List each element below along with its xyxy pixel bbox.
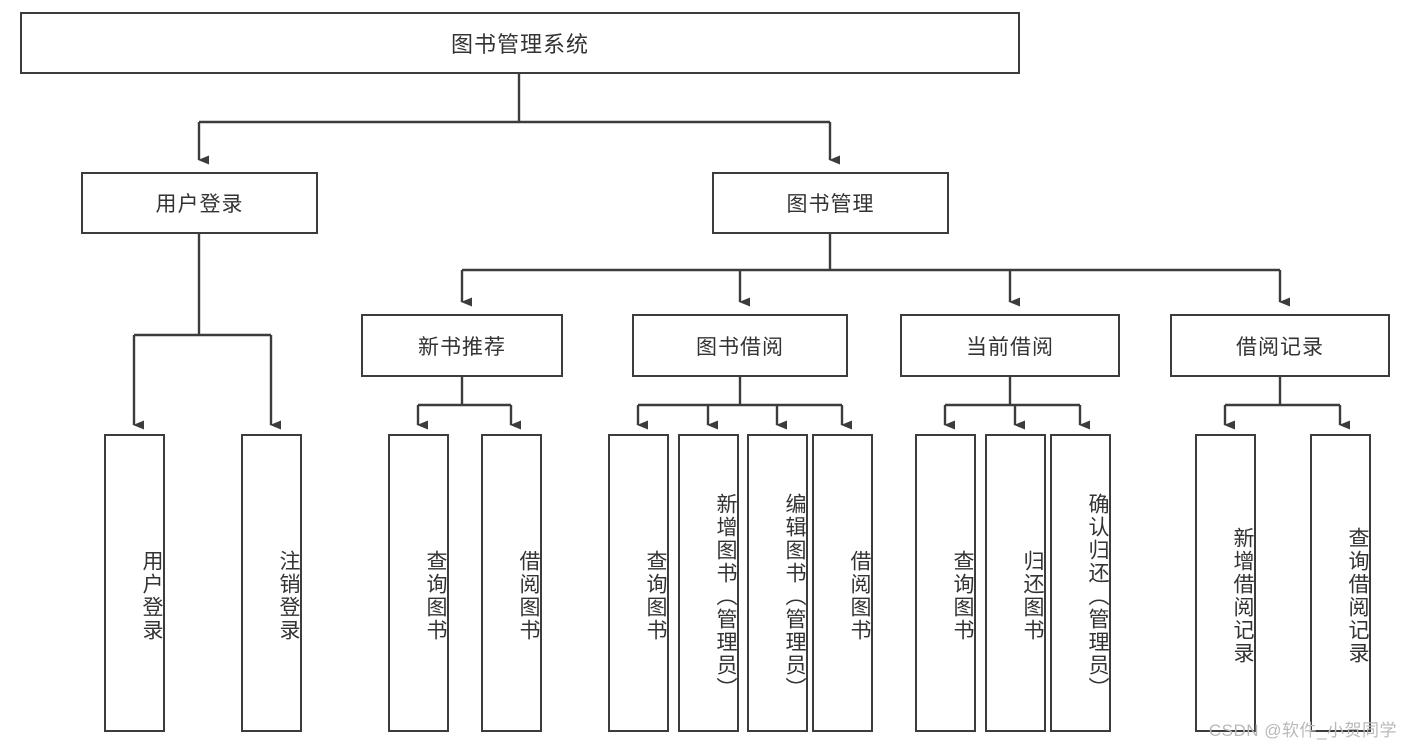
leaf-borrow-borrow-book[interactable]: 借阅图书 [812, 434, 873, 732]
csdn-watermark: CSDN @软件_小贺同学 [1208, 721, 1397, 740]
leaf-recommend-borrow-book[interactable]: 借阅图书 [481, 434, 542, 732]
leaf-recommend-query-book[interactable]: 查询图书 [388, 434, 449, 732]
node-book-management[interactable]: 图书管理 [712, 172, 949, 234]
node-label: 图书借阅 [696, 335, 784, 359]
leaf-record-add-record[interactable]: 新增借阅记录 [1195, 434, 1256, 732]
node-borrow-record[interactable]: 借阅记录 [1170, 314, 1390, 377]
node-label: 用户登录 [155, 193, 244, 216]
node-label: 编辑图书（管理员） [783, 492, 806, 700]
node-label: 查询借阅记录 [1346, 527, 1369, 665]
node-label: 借阅图书 [517, 550, 540, 642]
node-label: 新书推荐 [418, 335, 506, 359]
leaf-current-query-book[interactable]: 查询图书 [915, 434, 976, 732]
leaf-user-logout[interactable]: 注销登录 [241, 434, 302, 732]
node-label: 归还图书 [1021, 550, 1044, 642]
node-label: 注销登录 [277, 550, 300, 642]
leaf-record-query-record[interactable]: 查询借阅记录 [1310, 434, 1371, 732]
node-label: 图书管理系统 [450, 32, 589, 57]
node-book-borrow[interactable]: 图书借阅 [632, 314, 848, 377]
node-label: 当前借阅 [966, 335, 1054, 359]
node-label: 借阅图书 [848, 550, 871, 642]
leaf-current-return-book[interactable]: 归还图书 [985, 434, 1046, 732]
leaf-borrow-add-book[interactable]: 新增图书（管理员） [678, 434, 739, 732]
leaf-current-confirm-return[interactable]: 确认归还（管理员） [1050, 434, 1111, 732]
node-label: 确认归还（管理员） [1086, 492, 1109, 700]
leaf-user-login[interactable]: 用户登录 [104, 434, 165, 732]
leaf-borrow-query-book[interactable]: 查询图书 [608, 434, 669, 732]
node-label: 用户登录 [140, 550, 163, 642]
node-label: 查询图书 [644, 550, 667, 642]
node-label: 新增图书（管理员） [714, 492, 737, 700]
node-new-book-recommend[interactable]: 新书推荐 [361, 314, 563, 377]
node-label: 借阅记录 [1236, 335, 1324, 359]
node-label: 图书管理 [786, 193, 875, 216]
node-user-login[interactable]: 用户登录 [81, 172, 318, 234]
node-label: 新增借阅记录 [1231, 527, 1254, 665]
node-label: 查询图书 [951, 550, 974, 642]
leaf-borrow-edit-book[interactable]: 编辑图书（管理员） [747, 434, 808, 732]
node-root-system[interactable]: 图书管理系统 [20, 12, 1020, 74]
node-current-borrow[interactable]: 当前借阅 [900, 314, 1120, 377]
node-label: 查询图书 [424, 550, 447, 642]
